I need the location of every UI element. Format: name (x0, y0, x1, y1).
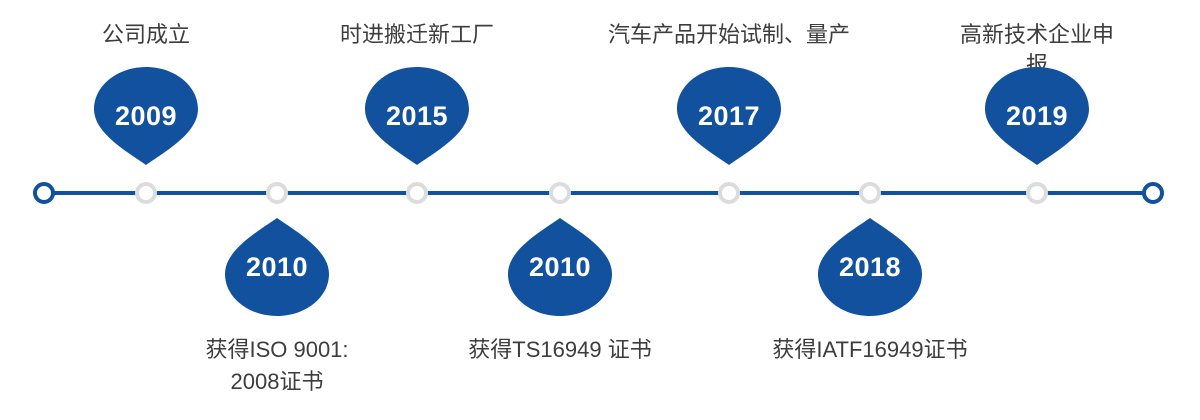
timeline-node-2019 (1026, 182, 1048, 204)
event-year: 2019 (1005, 100, 1069, 131)
event-balloon: 2017 (677, 67, 781, 165)
teardrop-down-icon (985, 67, 1089, 165)
timeline-start-node (33, 182, 55, 204)
event-balloon: 2009 (94, 67, 198, 165)
event-year: 2015 (385, 100, 449, 131)
event-year: 2010 (528, 251, 592, 282)
event-balloon: 2015 (365, 67, 469, 165)
timeline-end-node (1142, 182, 1164, 204)
event-label: 公司成立 (101, 22, 191, 47)
timeline-node-2009 (135, 182, 157, 204)
timeline-line (44, 191, 1153, 195)
event-label: 高新技术企业申报 (959, 22, 1114, 77)
timeline-node-2015 (406, 182, 428, 204)
timeline-node-2010b (549, 182, 571, 204)
timeline-node-2017 (718, 182, 740, 204)
event-balloon: 2010 (225, 218, 329, 316)
teardrop-up-icon (225, 218, 329, 316)
event-year: 2009 (114, 100, 178, 131)
event-balloon: 2010 (508, 218, 612, 316)
event-year: 2010 (245, 251, 309, 282)
teardrop-up-icon (818, 218, 922, 316)
teardrop-down-icon (677, 67, 781, 165)
teardrop-down-icon (365, 67, 469, 165)
event-label: 获得IATF16949证书 (772, 337, 968, 362)
teardrop-up-icon (508, 218, 612, 316)
event-label: 汽车产品开始试制、量产 (607, 22, 851, 47)
event-label: 获得ISO 9001: 2008证书 (205, 337, 349, 394)
event-balloon: 2018 (818, 218, 922, 316)
event-year: 2017 (697, 100, 761, 131)
teardrop-down-icon (94, 67, 198, 165)
event-label: 时进搬迁新工厂 (339, 22, 495, 47)
timeline-node-2018 (859, 182, 881, 204)
event-year: 2018 (838, 251, 902, 282)
event-label: 获得TS16949 证书 (468, 337, 652, 362)
timeline-node-2010a (266, 182, 288, 204)
event-balloon: 2019 (985, 67, 1089, 165)
